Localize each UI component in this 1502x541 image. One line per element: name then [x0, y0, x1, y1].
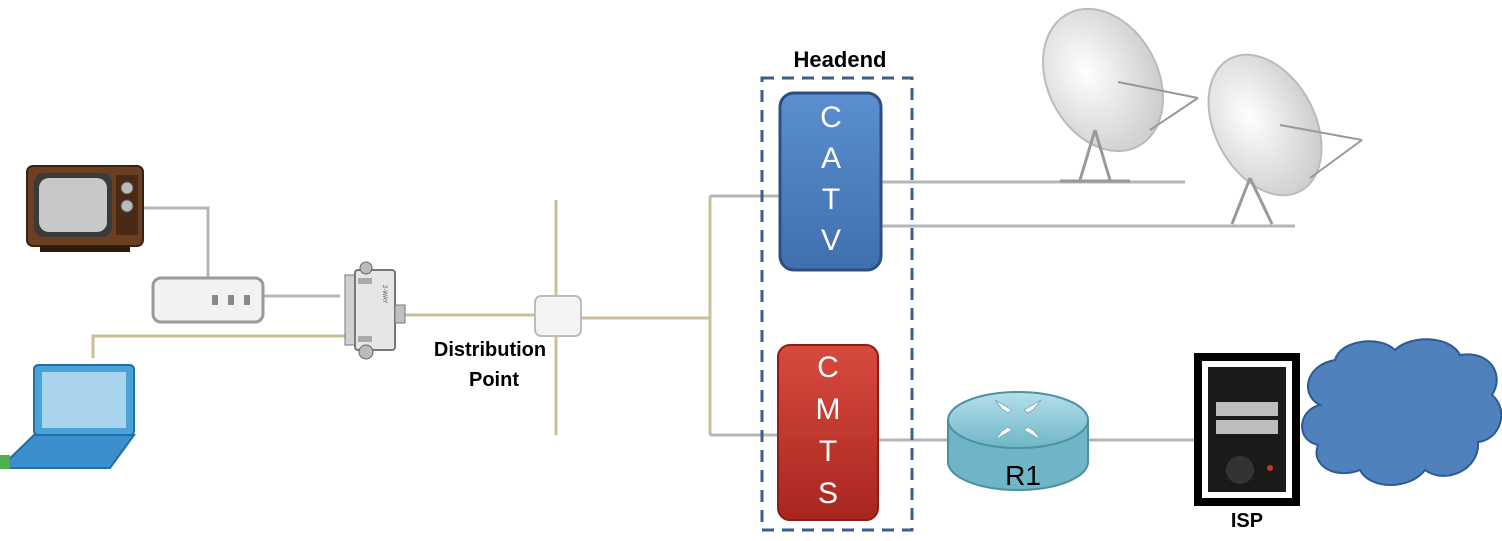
splitter-icon: 2-WAY — [344, 261, 406, 360]
catv-letter-c: C — [820, 101, 842, 134]
distribution-point-icon — [534, 295, 582, 337]
satellite-dish-icon — [1042, 7, 1199, 183]
television-icon — [26, 165, 144, 252]
router-icon — [947, 391, 1089, 491]
cmts-letter-m: M — [816, 393, 841, 426]
isp-server-icon — [1194, 353, 1300, 506]
cables — [91, 180, 1295, 442]
cmts-letter-t: T — [819, 435, 837, 468]
isp-label: ISP — [1231, 510, 1263, 532]
laptop-icon — [0, 364, 136, 469]
laptop-cable — [91, 334, 345, 358]
catv-letter-a: A — [821, 142, 841, 175]
headend-label: Headend — [794, 47, 887, 72]
cmts-letter-c: C — [817, 351, 839, 384]
distribution-label-line2: Point — [469, 369, 519, 391]
distribution-label-line1: Distribution — [434, 339, 546, 361]
catv-letter-t: T — [822, 183, 840, 216]
cloud-icon — [1301, 338, 1502, 486]
catv-box: C A T V — [778, 91, 883, 272]
svg-text:2-WAY: 2-WAY — [381, 285, 387, 303]
satellite-dish-icon — [1207, 53, 1363, 225]
cmts-letter-s: S — [818, 477, 838, 510]
cable-modem-icon — [151, 276, 265, 324]
catv-letter-v: V — [821, 224, 841, 257]
router-label: R1 — [1005, 460, 1041, 491]
tv-cable — [140, 206, 210, 278]
cmts-box: C M T S — [777, 344, 879, 521]
